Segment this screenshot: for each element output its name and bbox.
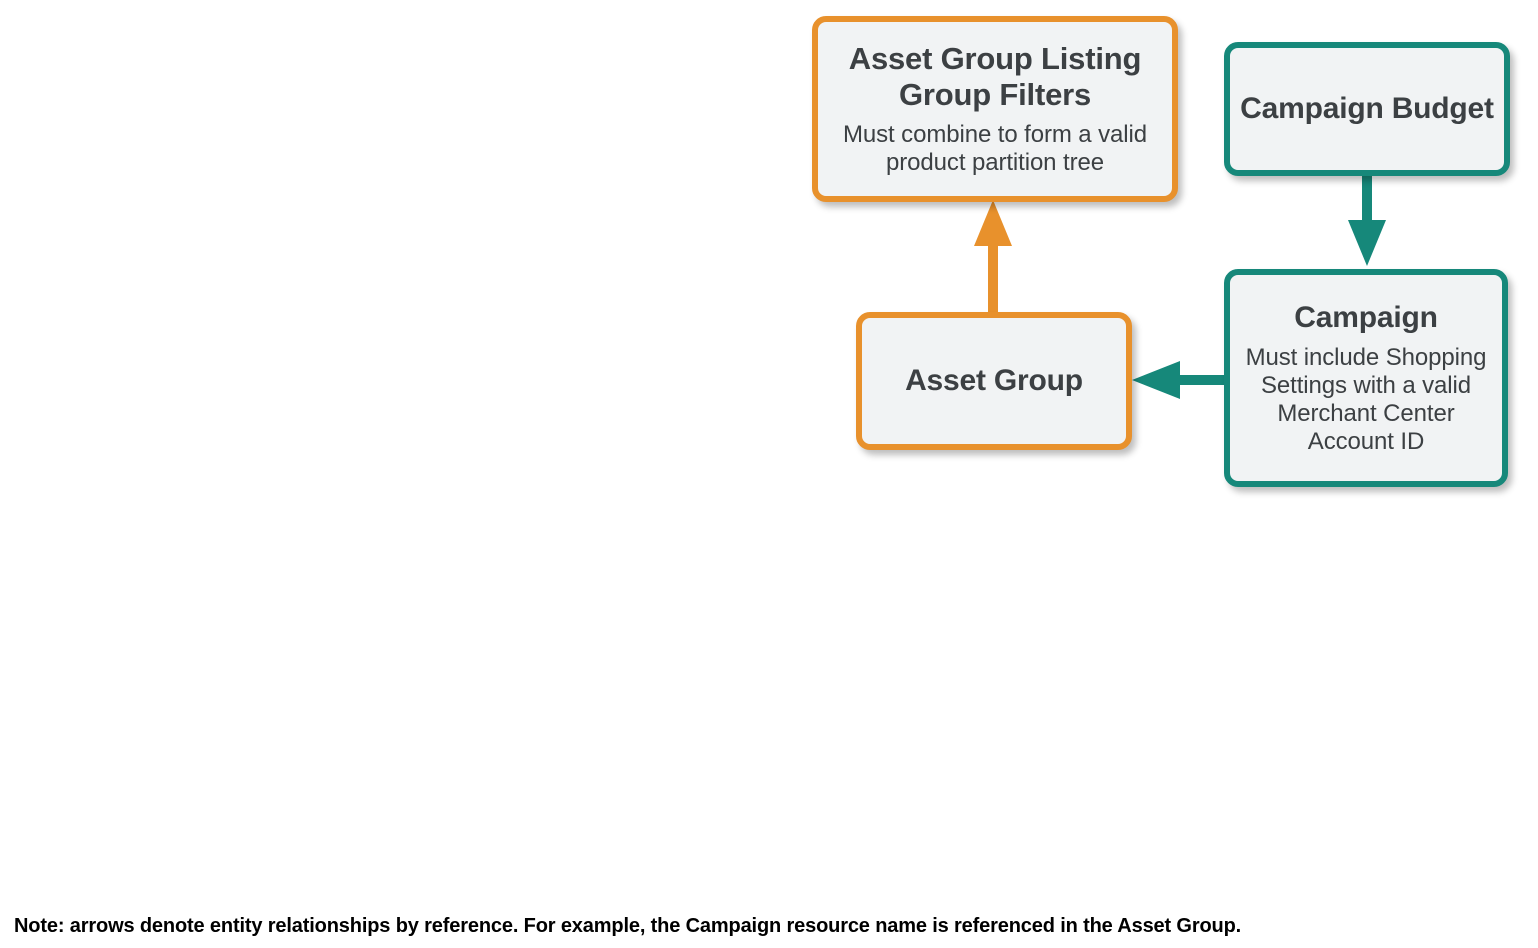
edge-campaign-to-asset-group (1132, 361, 1226, 399)
node-asset-group-listing-group-filters[interactable]: Asset Group Listing Group Filters Must c… (812, 16, 1178, 202)
node-campaign-budget[interactable]: Campaign Budget (1224, 42, 1510, 176)
node-description: Must include Shopping Settings with a va… (1245, 343, 1487, 456)
node-title: Campaign Budget (1240, 92, 1494, 126)
node-title: Asset Group (905, 364, 1083, 398)
edge-campaign-budget-to-campaign (1348, 174, 1386, 266)
arrowhead-down-teal (1348, 220, 1386, 266)
edge-asset-group-to-listing-group-filters (974, 200, 1012, 315)
node-campaign[interactable]: Campaign Must include Shopping Settings … (1224, 269, 1508, 487)
arrowhead-up-orange (974, 200, 1012, 246)
node-title: Campaign (1294, 300, 1438, 334)
footer-note: Note: arrows denote entity relationships… (14, 915, 1242, 937)
arrowhead-left-teal (1132, 361, 1180, 399)
node-title: Asset Group Listing Group Filters (848, 41, 1142, 113)
node-asset-group[interactable]: Asset Group (856, 312, 1132, 450)
node-description: Must combine to form a valid product par… (843, 120, 1147, 176)
